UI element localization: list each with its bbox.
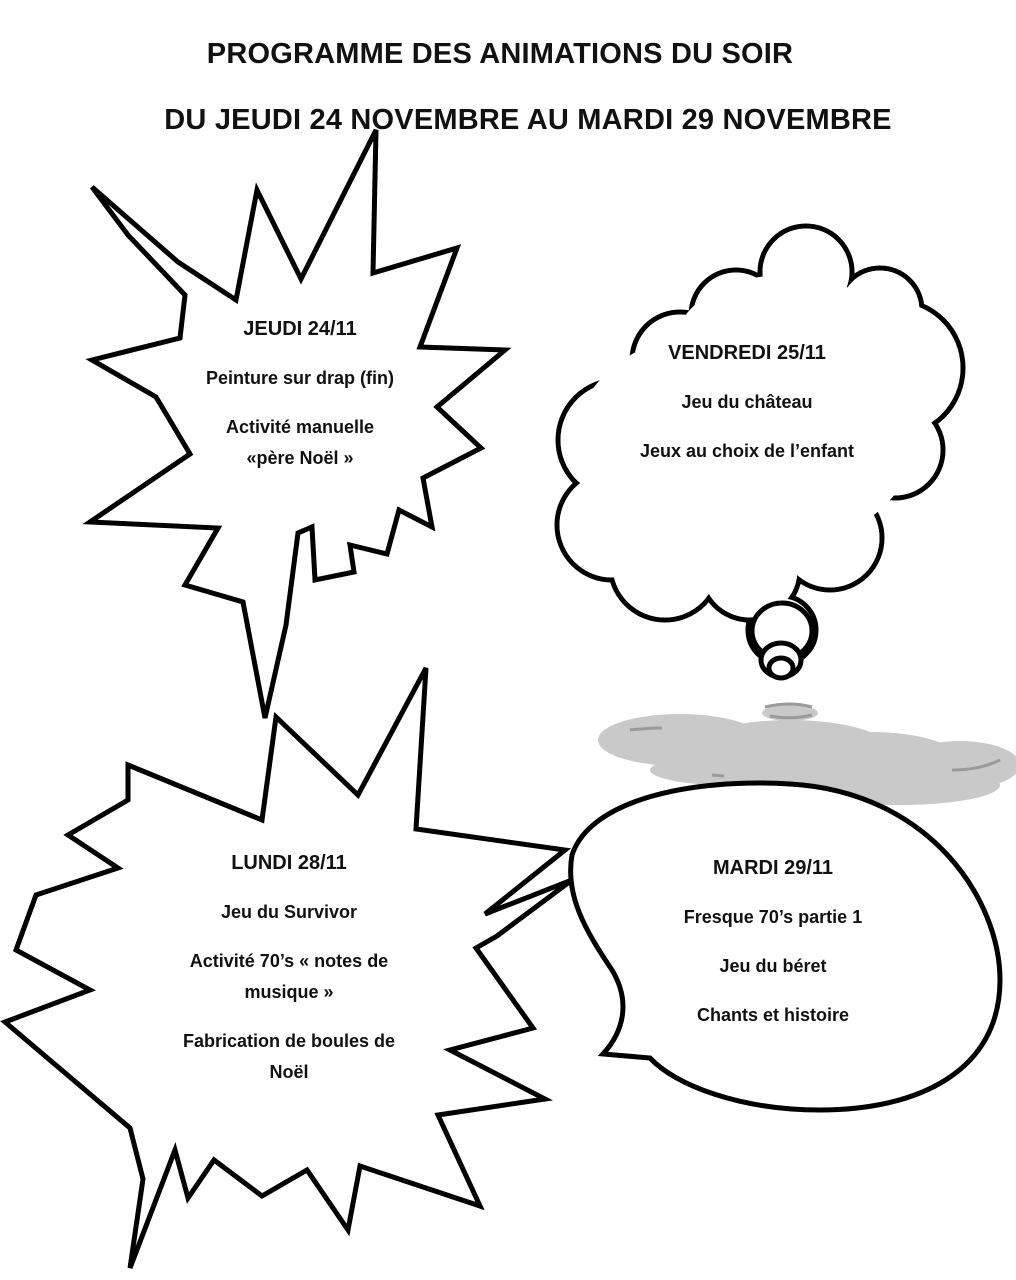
shadow-cloud <box>598 705 1016 805</box>
day-vendredi: VENDREDI 25/11 Jeu du château Jeux au ch… <box>612 338 882 485</box>
day-jeudi-item-1: Peinture sur drap (fin) <box>205 368 394 388</box>
day-vendredi-item-1: Jeu du château <box>681 392 813 412</box>
starburst-jeudi <box>82 128 512 719</box>
day-jeudi-item-2: Activité manuelle «père Noël » <box>225 417 375 468</box>
day-lundi-title: LUNDI 28/11 <box>231 852 347 874</box>
page-subtitle: DU JEUDI 24 NOVEMBRE AU MARDI 29 NOVEMBR… <box>164 104 892 136</box>
day-vendredi-item-2: Jeux au choix de l’enfant <box>639 441 855 461</box>
day-mardi-item-3: Chants et histoire <box>696 1005 850 1025</box>
day-lundi-item-1: Jeu du Survivor <box>220 902 358 922</box>
day-lundi: LUNDI 28/11 Jeu du Survivor Activité 70’… <box>158 848 420 1106</box>
day-mardi-title: MARDI 29/11 <box>712 857 834 879</box>
speech-bubble-mardi <box>568 780 1003 1113</box>
day-jeudi: JEUDI 24/11 Peinture sur drap (fin) Acti… <box>160 314 440 492</box>
day-lundi-item-3: Fabrication de boules de Noël <box>182 1031 396 1082</box>
page-title: PROGRAMME DES ANIMATIONS DU SOIR <box>206 38 794 70</box>
day-mardi-item-2: Jeu du béret <box>719 956 827 976</box>
day-jeudi-title: JEUDI 24/11 <box>243 318 357 340</box>
day-mardi: MARDI 29/11 Fresque 70’s partie 1 Jeu du… <box>640 853 906 1049</box>
day-mardi-item-1: Fresque 70’s partie 1 <box>683 907 863 927</box>
day-vendredi-title: VENDREDI 25/11 <box>668 342 826 364</box>
day-lundi-item-2: Activité 70’s « notes de musique » <box>189 951 389 1002</box>
starburst-lundi <box>0 666 574 1269</box>
